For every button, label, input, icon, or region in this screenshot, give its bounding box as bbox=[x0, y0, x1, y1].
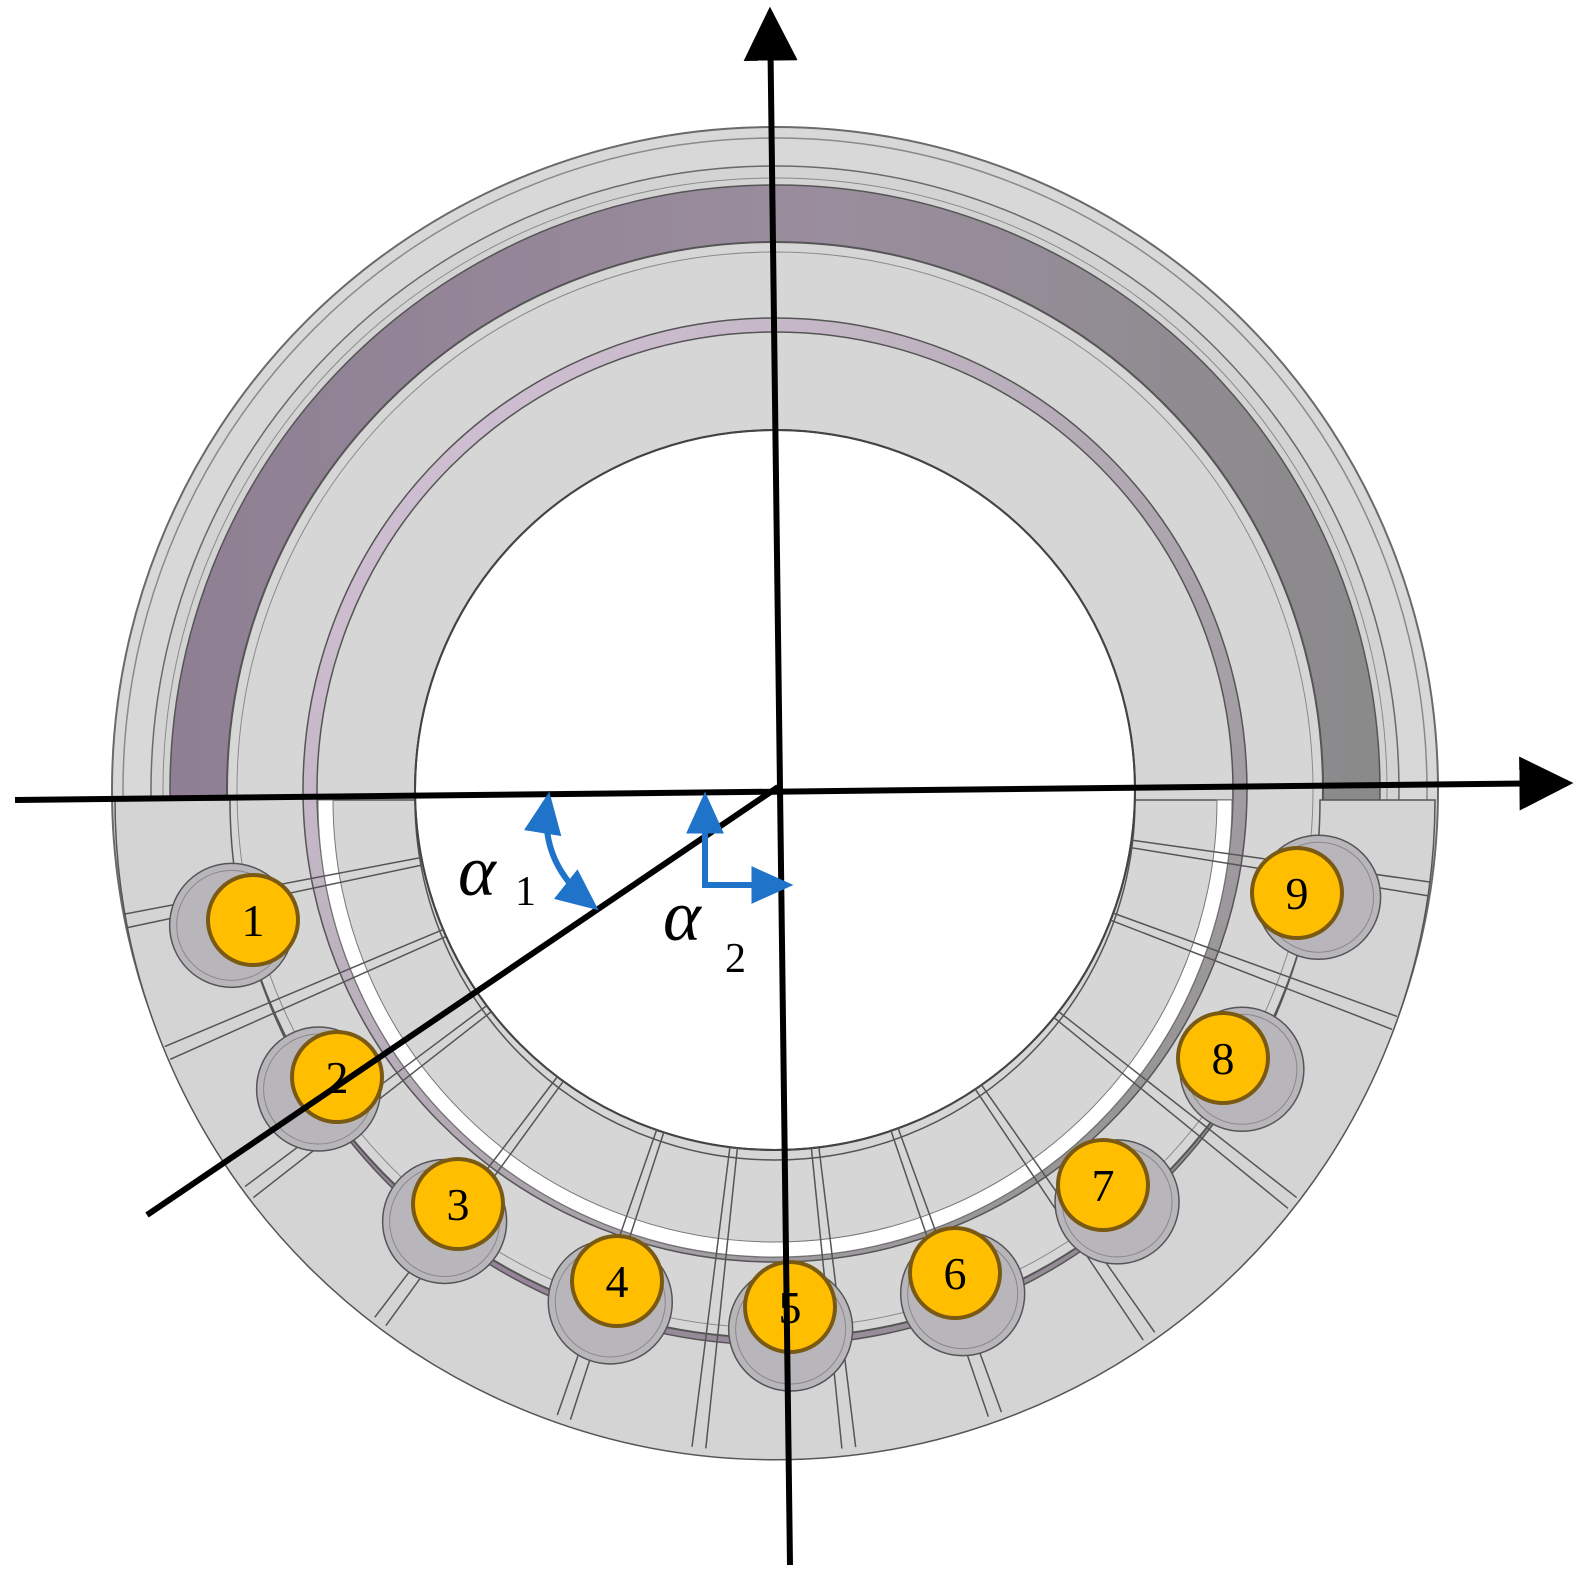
cage-separator-line bbox=[1053, 1016, 1289, 1209]
rolling-element-3 bbox=[411, 1157, 505, 1251]
alpha2-subscript: 2 bbox=[725, 936, 746, 982]
rolling-element-label: 3 bbox=[447, 1179, 470, 1230]
rolling-element-9 bbox=[1250, 846, 1344, 940]
rolling-element-label: 9 bbox=[1286, 868, 1309, 919]
rolling-element-6 bbox=[908, 1226, 1002, 1320]
rolling-element-label: 7 bbox=[1092, 1160, 1115, 1211]
horizontal-axis bbox=[14, 756, 1574, 811]
rolling-element-label: 4 bbox=[606, 1256, 629, 1307]
rolling-element-4 bbox=[570, 1234, 664, 1328]
rolling-element-7 bbox=[1056, 1138, 1150, 1232]
cage-separators bbox=[124, 839, 1431, 1449]
rolling-element-label: 1 bbox=[242, 895, 265, 946]
cage-separator-line bbox=[1110, 919, 1393, 1031]
alpha1-symbol: α bbox=[458, 831, 497, 911]
alpha2-arrow bbox=[686, 791, 794, 904]
rolling-element-8 bbox=[1176, 1011, 1270, 1105]
rolling-elements: 1 2 3 4 5 6 7 8 9 bbox=[168, 834, 1382, 1392]
cage-separator-line bbox=[169, 935, 447, 1060]
alpha1-subscript: 1 bbox=[515, 869, 536, 915]
rolling-element-1 bbox=[206, 873, 300, 967]
lower-gap bbox=[317, 799, 1233, 1258]
cage-separator-line bbox=[1058, 1011, 1298, 1199]
cage-separator-line bbox=[705, 1147, 739, 1449]
rolling-element-label: 5 bbox=[779, 1282, 802, 1333]
cage-separator-line bbox=[164, 928, 444, 1048]
alpha2-symbol: α bbox=[663, 876, 702, 956]
cage-separator-line bbox=[691, 1147, 731, 1447]
lower-cage-band bbox=[114, 799, 1436, 1461]
radial-line bbox=[145, 784, 780, 1218]
rolling-element-label: 8 bbox=[1212, 1033, 1235, 1084]
vertical-axis bbox=[743, 6, 798, 1566]
rolling-element-label: 6 bbox=[944, 1248, 967, 1299]
cage-separator-line bbox=[1113, 912, 1398, 1018]
alpha1-arrow bbox=[524, 791, 599, 911]
